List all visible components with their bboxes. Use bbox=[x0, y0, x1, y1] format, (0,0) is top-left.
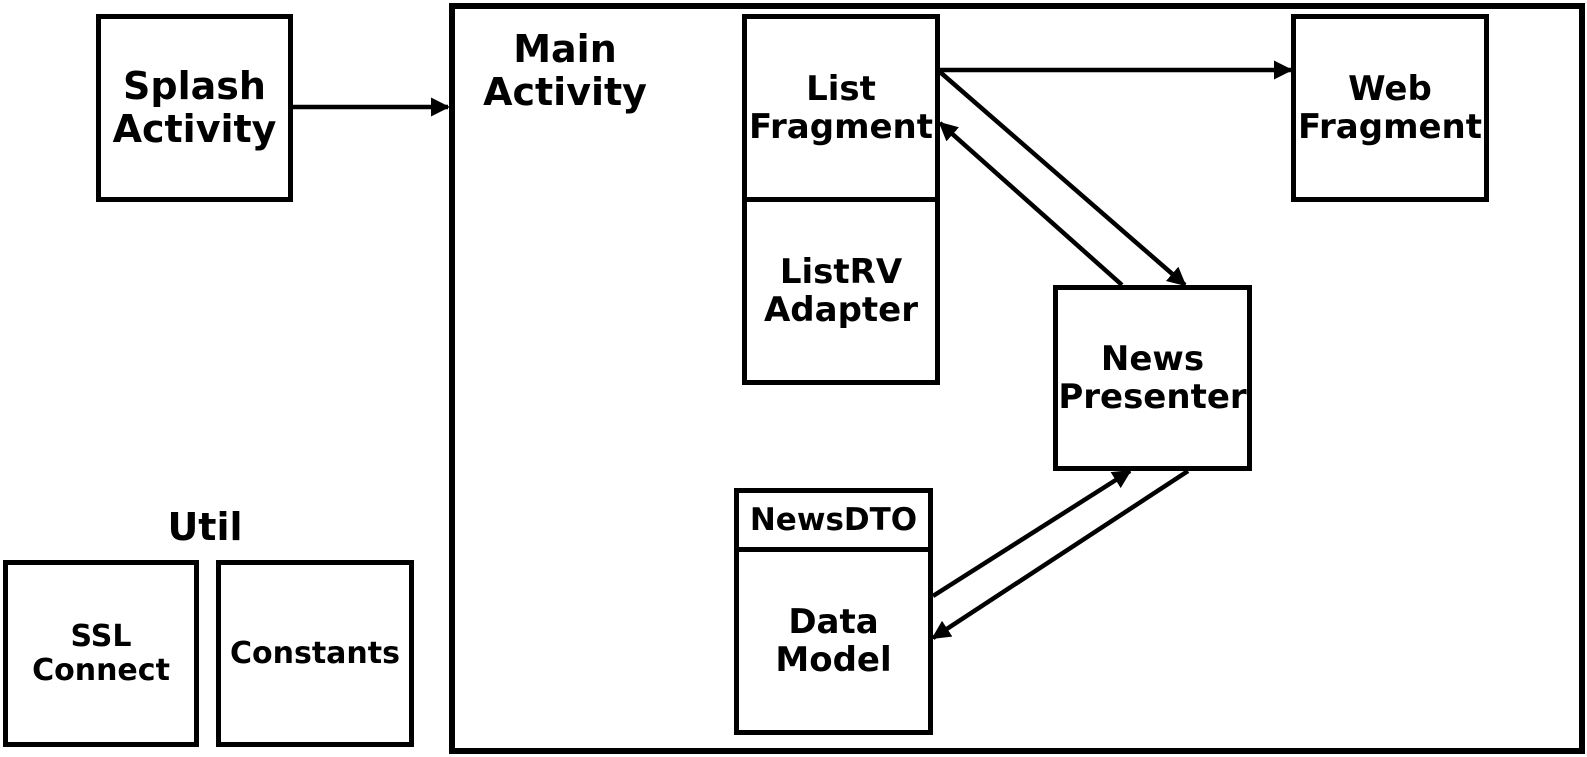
news-presenter-label: News Presenter bbox=[1058, 338, 1247, 417]
news-dto-label: NewsDTO bbox=[749, 501, 918, 538]
constants-label: Constants bbox=[230, 635, 400, 671]
list-fragment-label: List Fragment bbox=[748, 68, 934, 147]
listrv-adapter-box: ListRV Adapter bbox=[742, 197, 940, 385]
listrv-adapter-label: ListRV Adapter bbox=[763, 251, 918, 330]
data-model-label: Data Model bbox=[775, 601, 892, 680]
ssl-connect-box: SSL Connect bbox=[3, 560, 199, 747]
splash-activity-box: Splash Activity bbox=[96, 14, 293, 202]
main-activity-container bbox=[449, 3, 1585, 754]
splash-activity-label: Splash Activity bbox=[112, 64, 277, 151]
list-fragment-box: List Fragment bbox=[742, 14, 940, 202]
ssl-connect-label: SSL Connect bbox=[32, 618, 170, 688]
news-dto-box: NewsDTO bbox=[734, 488, 933, 552]
web-fragment-box: Web Fragment bbox=[1291, 14, 1489, 202]
util-label: Util bbox=[167, 505, 243, 549]
constants-box: Constants bbox=[216, 560, 414, 747]
main-activity-label: Main Activity bbox=[483, 27, 647, 114]
web-fragment-label: Web Fragment bbox=[1297, 68, 1483, 147]
data-model-box: Data Model bbox=[734, 547, 933, 735]
news-presenter-box: News Presenter bbox=[1053, 285, 1252, 471]
